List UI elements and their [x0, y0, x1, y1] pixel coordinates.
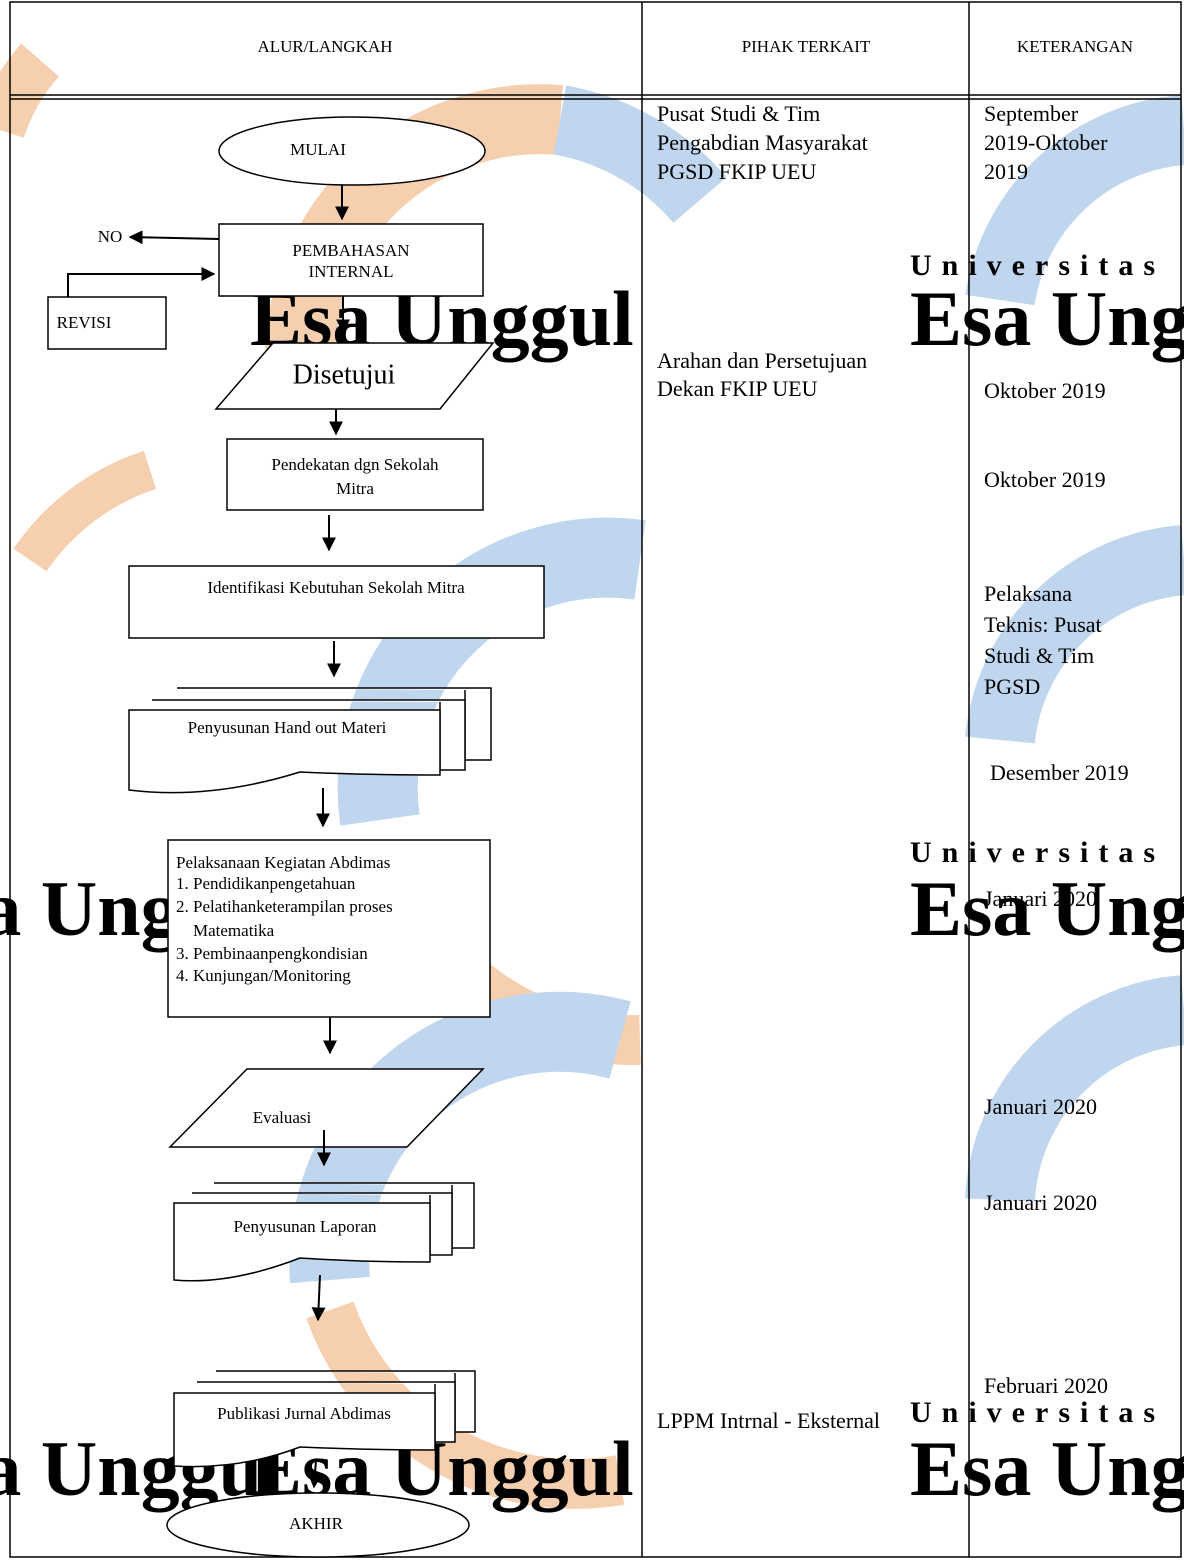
no-label: NO	[98, 227, 123, 246]
watermark-text-3: Universitas Esa Unggul Esa Unggul Esa Un…	[0, 1396, 1184, 1512]
note-pelaksana-line2: Teknis: Pusat	[984, 612, 1102, 637]
arrow-publication-to-end	[307, 1459, 322, 1489]
svg-text:Universitas: Universitas	[910, 249, 1165, 282]
internal-review-label-2: INTERNAL	[309, 262, 394, 281]
party-dekan-line1: Arahan dan Persetujuan	[657, 348, 867, 373]
note-januari-2: Januari 2020	[984, 1094, 1097, 1119]
needs-identification-label: Identifikasi Kebutuhan Sekolah Mitra	[207, 578, 465, 597]
implementation-item: 3. Pembinaanpengkondisian	[176, 944, 368, 963]
header-pihak-terkait: PIHAK TERKAIT	[742, 37, 871, 56]
svg-text:Esa Unggul: Esa Unggul	[910, 865, 1184, 952]
publication-multidocument	[173, 1370, 476, 1468]
svg-text:Esa Unggul: Esa Unggul	[910, 1425, 1184, 1512]
svg-text:Universitas: Universitas	[910, 836, 1165, 869]
note-oktober-2: Oktober 2019	[984, 467, 1106, 492]
start-label: MULAI	[290, 140, 346, 159]
needs-identification-box	[128, 565, 545, 639]
note-januari-1: Januari 2020	[984, 886, 1097, 911]
partner-approach-label-1: Pendekatan dgn Sekolah	[271, 455, 439, 474]
implementation-title: Pelaksanaan Kegiatan Abdimas	[176, 853, 390, 872]
partner-approach-label-2: Mitra	[336, 479, 374, 498]
svg-text:Universitas: Universitas	[910, 1396, 1165, 1429]
revision-label: REVISI	[57, 313, 112, 332]
approved-parallelogram	[214, 342, 495, 410]
svg-text:Esa Unggul: Esa Unggul	[910, 275, 1184, 362]
revision-box	[47, 296, 167, 350]
header-keterangan: KETERANGAN	[1017, 37, 1133, 56]
implementation-item: 2. Pelatihanketerampilan proses	[176, 897, 393, 916]
report-multidocument	[173, 1182, 475, 1282]
party-pusat-studi-line1: Pusat Studi & Tim	[657, 101, 820, 126]
implementation-item: Matematika	[193, 921, 275, 940]
start-terminal	[218, 116, 486, 186]
note-september-line2: 2019-Oktober	[984, 130, 1108, 155]
end-label: AKHIR	[289, 1514, 343, 1533]
note-februari: Februari 2020	[984, 1373, 1108, 1398]
note-desember: Desember 2019	[990, 760, 1129, 785]
note-september-line3: 2019	[984, 159, 1028, 184]
implementation-item: 4. Kunjungan/Monitoring	[176, 966, 351, 985]
internal-review-label-1: PEMBAHASAN	[292, 241, 409, 260]
publication-label: Publikasi Jurnal Abdimas	[217, 1404, 391, 1423]
note-pelaksana-line3: Studi & Tim	[984, 643, 1094, 668]
handout-multidocument	[128, 687, 492, 794]
partner-approach-box	[226, 438, 484, 511]
handout-label: Penyusunan Hand out Materi	[188, 718, 387, 737]
note-pelaksana-line4: PGSD	[984, 674, 1040, 699]
report-label: Penyusunan Laporan	[233, 1217, 377, 1236]
table-grid	[9, 1, 1182, 1558]
implementation-item: 1. Pendidikanpengetahuan	[176, 874, 356, 893]
note-januari-3: Januari 2020	[984, 1190, 1097, 1215]
party-dekan-line2: Dekan FKIP UEU	[657, 376, 818, 401]
note-oktober-1: Oktober 2019	[984, 378, 1106, 403]
party-lppm: LPPM Intrnal - Eksternal	[657, 1408, 880, 1433]
header-alur-langkah: ALUR/LANGKAH	[257, 37, 392, 56]
note-pelaksana-line1: Pelaksana	[984, 581, 1072, 606]
arrow-revision-to-review	[67, 267, 216, 297]
end-terminal	[166, 1492, 470, 1558]
party-pusat-studi-line3: PGSD FKIP UEU	[657, 159, 816, 184]
arrow-review-to-no	[128, 230, 220, 245]
arrow-report-to-publication	[311, 1274, 326, 1322]
party-pusat-studi-line2: Pengabdian Masyarakat	[657, 130, 868, 155]
approved-label: Disetujui	[293, 359, 396, 390]
watermark-text-2: Universitas Esa Unggul Esa Unggul	[0, 836, 1184, 952]
evaluation-parallelogram	[168, 1068, 485, 1148]
note-september-line1: September	[984, 101, 1079, 126]
implementation-box	[167, 839, 491, 1018]
evaluation-label: Evaluasi	[253, 1108, 312, 1127]
internal-review-box	[218, 223, 484, 297]
